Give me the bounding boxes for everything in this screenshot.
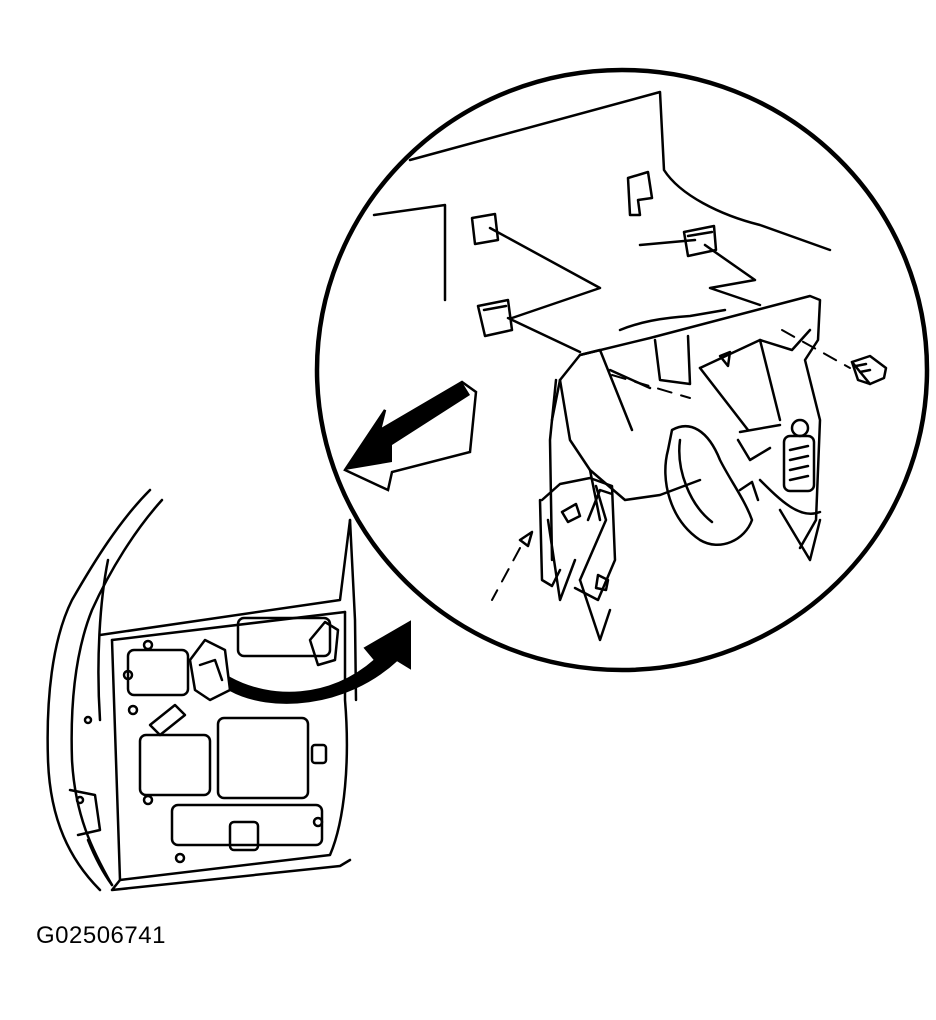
door-panel [46,488,358,892]
direction-arrow-icon [343,380,478,492]
figure-id-caption: G02506741 [36,922,166,949]
bolt-icon [850,354,888,386]
magnified-door-structure [372,90,832,642]
alignment-guides [491,329,851,601]
magnified-view [314,67,930,673]
callout-curved-arrow [229,620,411,704]
